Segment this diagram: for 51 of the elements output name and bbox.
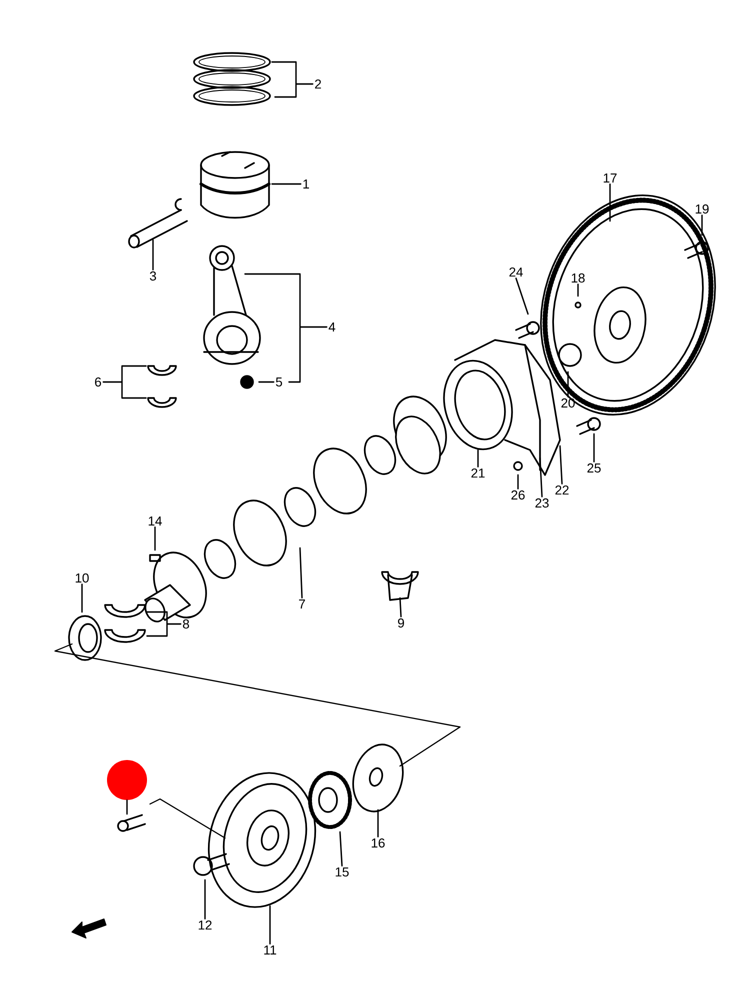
leader-line [339,831,343,866]
callout-number: 9 [398,618,404,628]
leader-line [299,547,303,599]
callout-number: 8 [182,619,190,629]
leader-line [399,597,402,618]
callout-number: 14 [148,516,162,526]
leader-line [146,611,182,637]
leader-line [126,800,128,815]
callout-number: 24 [509,267,523,277]
leader-line [271,183,302,185]
leader-line [701,214,703,236]
callout-number: 2 [315,79,321,89]
callout-number: 4 [328,322,336,332]
callout-number: 21 [471,468,485,478]
callout-number: 1 [303,180,309,188]
callout-number: 19 [696,204,709,214]
leader-line [244,273,328,383]
callout-number: 18 [572,273,585,283]
leader-line [559,445,563,484]
leader-line [477,449,479,468]
callout-number: 16 [372,838,385,848]
callout-number: 3 [150,271,156,281]
leader-line [204,879,206,920]
leader-line [593,433,595,462]
callout-number: 23 [535,498,549,508]
leader-line [577,284,579,297]
callout-number: 12 [198,920,212,930]
leader-line [81,584,83,613]
leader-line [154,526,156,551]
leader-line [269,905,271,945]
leader-line [567,371,569,398]
highlight-dot [107,760,147,800]
leader-line [271,61,314,98]
callout-number: 22 [555,485,569,495]
callout-number: 7 [299,600,305,608]
callout-number: 11 [264,946,276,954]
callout-number: 17 [604,174,617,182]
callout-number: 10 [76,573,89,583]
leader-line [539,457,543,498]
leader-line [258,381,274,383]
leader-line [152,239,154,270]
callout-number: 15 [336,867,349,877]
leader-line [517,474,519,490]
callout-number: 26 [511,490,525,500]
callout-number: 5 [276,377,282,387]
leader-line [609,183,611,222]
leader-line [102,365,147,399]
callout-number: 6 [95,377,102,387]
leader-line [515,278,529,315]
leader-line [377,809,379,838]
callout-number: 25 [587,463,601,473]
